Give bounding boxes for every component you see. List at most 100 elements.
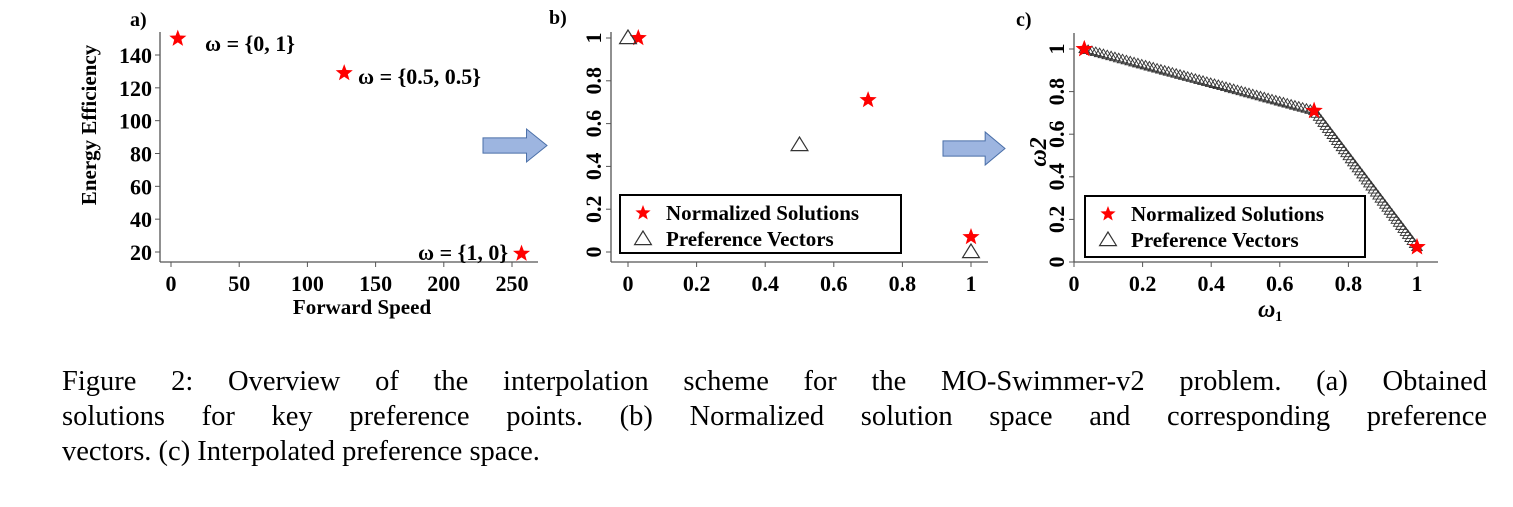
star-marker xyxy=(629,29,647,46)
triangle-marker xyxy=(1296,101,1309,112)
triangle-marker xyxy=(1112,52,1125,63)
x-tick-label: 100 xyxy=(291,271,324,296)
y-tick-label: 0.6 xyxy=(1044,120,1069,148)
triangle-marker xyxy=(1246,88,1259,99)
triangle-marker xyxy=(1139,59,1152,70)
triangle-marker xyxy=(1158,64,1171,75)
triangle-marker xyxy=(1189,72,1202,83)
y-tick-label: 0.4 xyxy=(1044,163,1069,191)
star-marker xyxy=(1100,206,1116,221)
triangle-marker xyxy=(790,135,809,152)
x-axis-label-subscript: 1 xyxy=(1275,309,1283,325)
triangle-marker xyxy=(618,28,638,45)
triangle-marker xyxy=(1265,93,1279,104)
star-marker xyxy=(859,91,877,108)
y-tick-label: 0.6 xyxy=(581,110,606,138)
triangle-marker xyxy=(1098,230,1118,247)
x-axis-label: Forward Speed xyxy=(293,295,432,319)
y-tick-label: 140 xyxy=(119,43,152,68)
y-tick-label: 0 xyxy=(1044,257,1069,268)
triangle-marker xyxy=(1135,58,1148,69)
triangle-marker xyxy=(1131,57,1144,68)
triangle-marker xyxy=(1143,60,1156,71)
triangle-marker xyxy=(1185,71,1198,82)
triangle-marker xyxy=(1262,92,1275,103)
triangle-marker xyxy=(633,229,653,246)
triangle-marker xyxy=(1239,86,1252,97)
arrow-icon xyxy=(942,130,1006,167)
legend-label: Preference Vectors xyxy=(1131,228,1299,252)
caption-line: solutions for key preference points. (b)… xyxy=(62,401,1487,432)
triangle-marker xyxy=(1227,83,1240,94)
caption-line: Figure 2: Overview of the interpolation … xyxy=(62,366,1487,397)
triangle-marker xyxy=(1162,65,1175,76)
triangle-marker xyxy=(1170,67,1183,78)
triangle-marker xyxy=(1242,87,1256,98)
triangle-marker xyxy=(1254,90,1267,101)
legend-box xyxy=(619,194,902,254)
y-tick-label: 40 xyxy=(130,207,152,232)
x-tick-label: 0.8 xyxy=(1335,271,1363,296)
x-tick-label: 0.8 xyxy=(889,271,917,296)
point-annotation: ω = {0, 1} xyxy=(205,31,295,56)
x-tick-label: 0 xyxy=(166,271,177,296)
star-marker xyxy=(513,244,531,261)
triangle-marker xyxy=(1219,81,1233,92)
panel-label: c) xyxy=(1016,9,1032,31)
triangle-marker xyxy=(1097,48,1110,59)
arrow-icon xyxy=(482,127,548,164)
triangle-marker xyxy=(1116,53,1129,64)
triangle-marker xyxy=(1093,47,1106,58)
triangle-marker xyxy=(1269,94,1282,105)
triangle-marker xyxy=(1235,85,1248,96)
star-marker xyxy=(962,228,980,245)
legend-box xyxy=(1084,195,1366,258)
y-axis-label: ω2 xyxy=(1026,137,1052,166)
x-tick-label: 0 xyxy=(623,271,634,296)
point-annotation: ω = {0.5, 0.5} xyxy=(358,64,481,89)
y-tick-label: 120 xyxy=(119,76,152,101)
triangle-marker xyxy=(1281,97,1294,108)
star-marker xyxy=(335,64,353,81)
triangle-marker xyxy=(1120,54,1133,65)
y-tick-label: 100 xyxy=(119,109,152,134)
y-tick-label: 60 xyxy=(130,174,152,199)
x-tick-label: 200 xyxy=(427,271,460,296)
x-tick-label: 250 xyxy=(496,271,529,296)
y-tick-label: 0.4 xyxy=(581,153,606,181)
triangle-marker xyxy=(1101,49,1114,60)
triangle-marker xyxy=(1223,82,1236,93)
caption-line: vectors. (c) Interpolated preference spa… xyxy=(62,436,540,467)
x-tick-label: 0.2 xyxy=(1129,271,1157,296)
panel-label: b) xyxy=(549,7,567,29)
y-tick-label: 80 xyxy=(130,142,152,167)
triangle-marker xyxy=(1105,50,1118,61)
triangle-marker xyxy=(1204,77,1217,87)
legend-label: Preference Vectors xyxy=(666,227,834,251)
figure-caption: Figure 2: Overview of the interpolation … xyxy=(62,364,1487,469)
y-axis-label: Energy Efficiency xyxy=(77,44,101,205)
triangle-marker xyxy=(1128,56,1141,67)
triangle-marker xyxy=(1285,98,1298,109)
y-tick-label: 0.2 xyxy=(1044,206,1069,234)
triangle-marker xyxy=(1166,66,1179,77)
star-marker xyxy=(1075,40,1093,57)
triangle-marker xyxy=(1250,89,1263,100)
legend-label: Normalized Solutions xyxy=(1131,202,1324,226)
triangle-marker xyxy=(1216,80,1229,91)
triangle-marker xyxy=(1177,69,1190,80)
x-tick-label: 0.6 xyxy=(820,271,848,296)
y-tick-label: 0.2 xyxy=(581,195,606,223)
triangle-marker xyxy=(1147,61,1160,72)
triangle-marker xyxy=(1173,68,1187,79)
star-marker xyxy=(635,205,651,220)
star-marker xyxy=(1408,238,1426,255)
point-annotation: ω = {1, 0} xyxy=(418,240,508,265)
y-tick-label: 1 xyxy=(581,33,606,44)
triangle-marker xyxy=(1089,46,1102,57)
